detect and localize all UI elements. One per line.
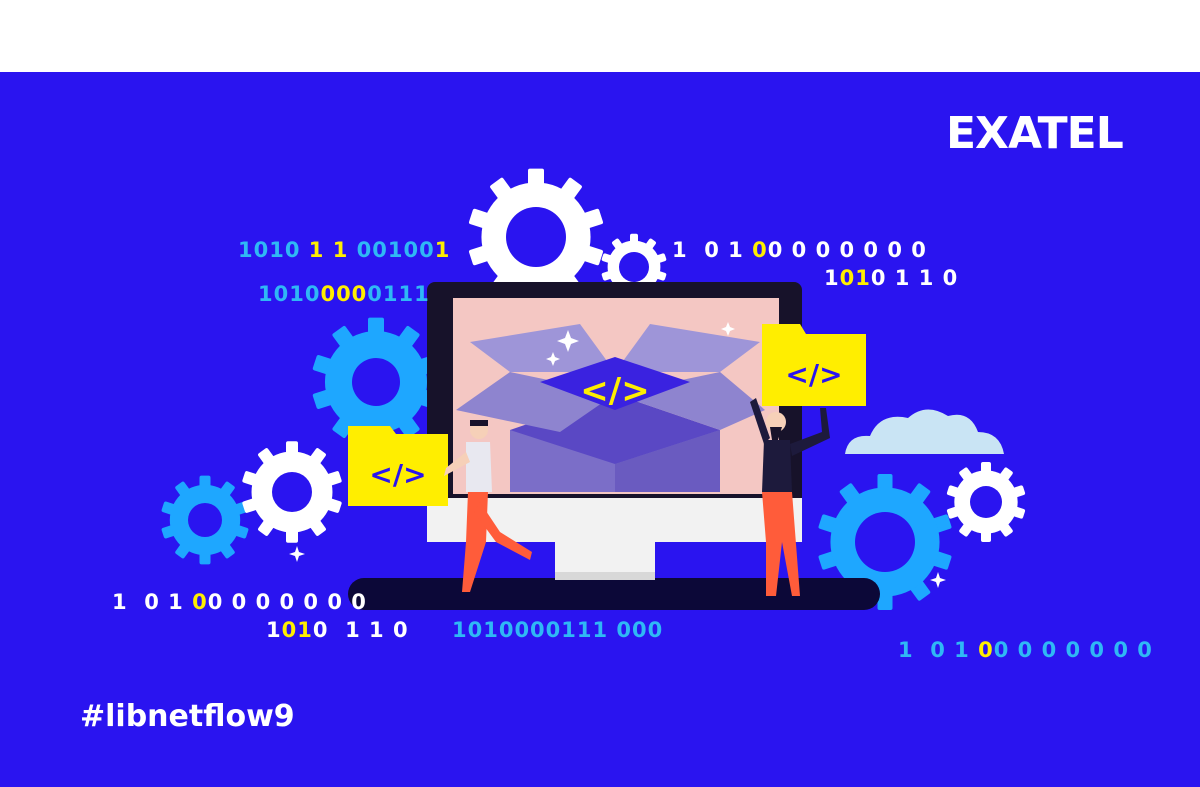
gear-icon: [946, 462, 1026, 542]
binary-line: 1 0 1 00 0 0 0 0 0 0: [672, 240, 927, 261]
binary-segment: 1 0 1: [672, 238, 753, 262]
code-folder-icon: </>: [348, 426, 448, 506]
exatel-logo: EXATEL: [946, 108, 1124, 159]
binary-segment: 1: [266, 618, 282, 642]
binary-line: 1010 1 1 0: [266, 620, 409, 641]
gear-icon: [468, 168, 604, 306]
person-right: [750, 398, 830, 596]
binary-line: 1010 1 1 001001: [238, 240, 450, 261]
binary-line: 1010000111 000: [452, 620, 663, 641]
binary-line: 1 0 1 00 0 0 0 0 0 0: [112, 592, 367, 613]
binary-segment: 1 0 1: [898, 638, 979, 662]
gear-icon: [242, 441, 342, 543]
code-tag-text: </>: [785, 358, 842, 391]
hashtag-label: #libnetflow9: [80, 699, 295, 734]
top-white-strip: [0, 0, 1200, 72]
binary-line: 1010 1 1 0: [824, 268, 958, 289]
binary-segment: 0111: [367, 282, 430, 306]
binary-segment: 1010: [258, 282, 321, 306]
binary-segment: 1: [824, 266, 840, 290]
binary-segment: 1010: [238, 238, 309, 262]
binary-segment: 1 0 1: [112, 590, 193, 614]
code-folder-icon: </>: [762, 324, 866, 406]
binary-segment: 0: [978, 638, 994, 662]
code-tag-text: </>: [369, 458, 426, 491]
binary-segment: 1010000111 000: [452, 618, 664, 642]
person-left: [444, 420, 532, 592]
sparkle-icon: [289, 322, 946, 588]
binary-segment: 0 0 0 0 0 0 0: [993, 638, 1153, 662]
binary-line: 10100000111: [258, 284, 430, 305]
gear-icon: [161, 475, 249, 565]
binary-segment: 00100: [356, 238, 435, 262]
binary-segment: 000: [320, 282, 368, 306]
binary-segment: 0: [752, 238, 768, 262]
binary-segment: 0 1 1 0: [870, 266, 959, 290]
open-box-icon: </>: [456, 324, 765, 492]
binary-line: 1 0 1 00 0 0 0 0 0 0: [898, 640, 1153, 661]
binary-segment: 0 0 0 0 0 0 0: [207, 590, 367, 614]
binary-segment: 0 1 1 0: [312, 618, 409, 642]
binary-segment: 01: [839, 266, 871, 290]
floor-shadow: [348, 578, 880, 610]
binary-segment: 0: [192, 590, 208, 614]
code-tag-text: </>: [580, 371, 649, 411]
binary-segment: 01: [281, 618, 313, 642]
binary-segment: 1 1: [308, 238, 357, 262]
blue-banner: </> </> </>: [0, 72, 1200, 787]
binary-segment: 0 0 0 0 0 0 0: [767, 238, 927, 262]
cloud-icon: [845, 409, 1004, 454]
illustration: </> </> </>: [161, 168, 1026, 610]
binary-segment: 1: [434, 238, 451, 262]
